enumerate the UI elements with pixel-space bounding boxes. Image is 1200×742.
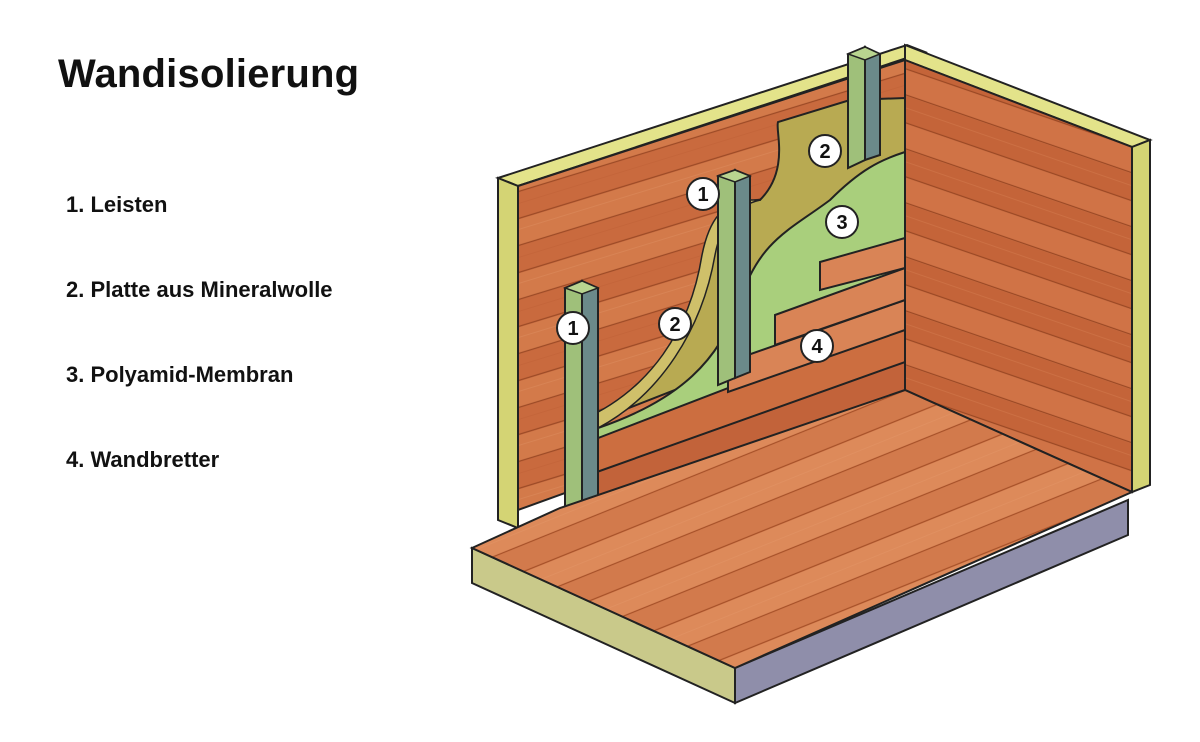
legend: 1. Leisten 2. Platte aus Mineralwolle 3.…: [66, 190, 333, 530]
legend-item-wall-boards: 4. Wandbretter: [66, 447, 220, 472]
callout-label: 2: [669, 314, 680, 336]
callout-membrane: 3: [825, 205, 859, 239]
callout-label: 1: [697, 184, 708, 206]
callout-batten-left: 1: [556, 311, 590, 345]
callout-label: 2: [819, 141, 830, 163]
legend-item-battens: 1. Leisten: [66, 192, 168, 217]
callout-wool-top: 2: [808, 134, 842, 168]
callout-label: 1: [567, 318, 578, 340]
floor-boards: [469, 388, 1135, 670]
battens: [562, 45, 882, 517]
legend-item-mineral-wool: 2. Platte aus Mineralwolle: [66, 277, 333, 302]
callout-batten-middle: 1: [686, 177, 720, 211]
side-wall: [904, 43, 1153, 494]
legend-item-membrane: 3. Polyamid-Membran: [66, 362, 294, 387]
callout-label: 4: [811, 336, 823, 358]
callout-label: 3: [836, 212, 847, 234]
mineral-wool-front-edge: [580, 199, 761, 429]
callout-wool-left: 2: [658, 307, 692, 341]
page-title: Wandisolierung: [58, 52, 360, 96]
callout-wall-boards: 4: [800, 329, 834, 363]
